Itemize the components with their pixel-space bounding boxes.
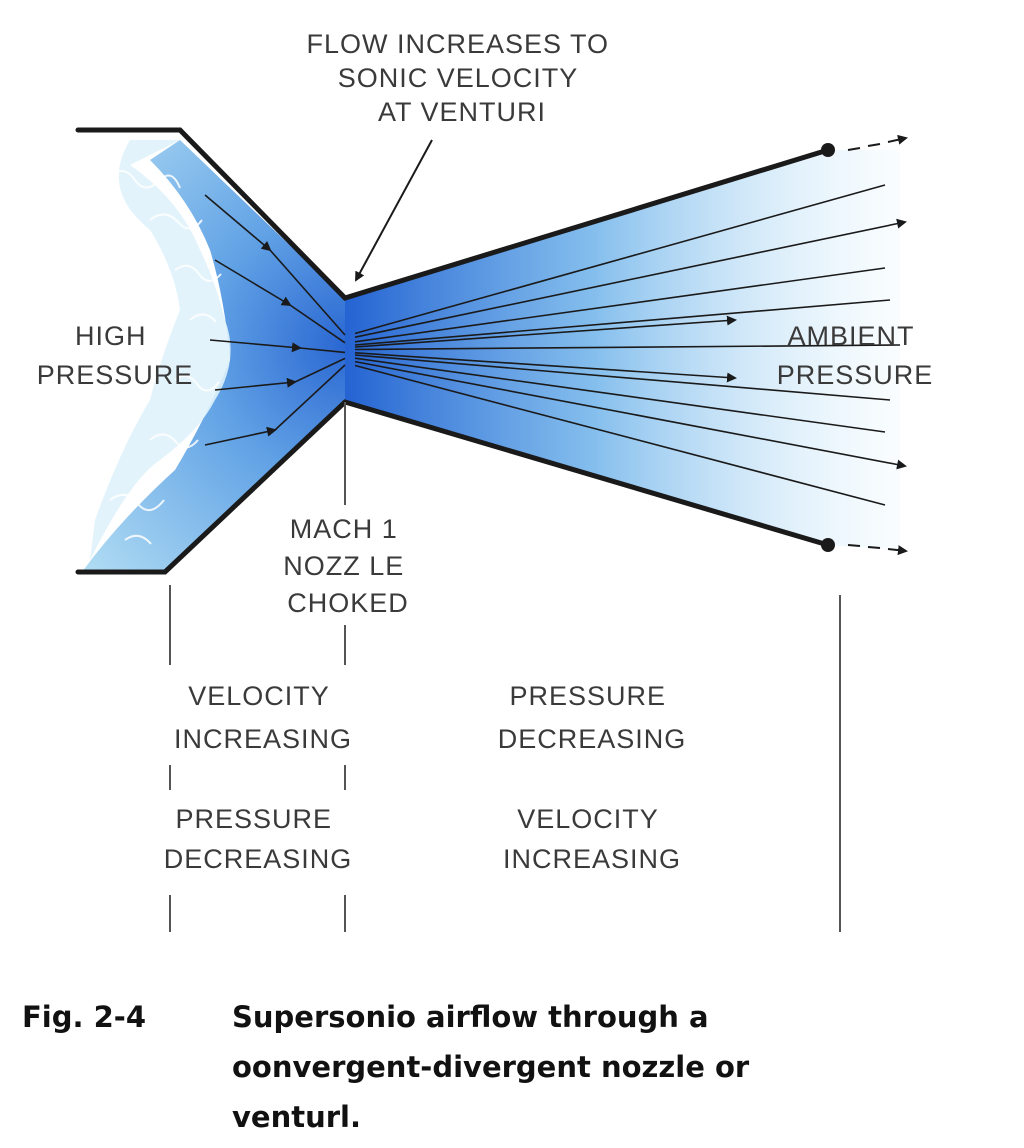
outflow-streamline	[354, 364, 886, 506]
inflow-streamline	[294, 357, 346, 383]
outflow-streamline	[354, 344, 901, 351]
lower-wall	[75, 399, 831, 575]
outflow-streamline	[354, 299, 891, 346]
outflow-streamline	[354, 354, 891, 401]
inflow-streamline	[204, 426, 277, 446]
outflow-streamline	[354, 357, 886, 433]
flow-note-label: FLOW INCREASES TO SONIC VELOCITY AT VENT…	[306, 29, 617, 127]
turbulence-lines	[109, 170, 222, 545]
high-pressure-label: HIGH PRESSURE	[37, 321, 194, 390]
divergent-velocity-label: VELOCITY INCREASING	[503, 804, 681, 874]
divergent-flow-fill	[345, 150, 900, 550]
outflow-streamline	[354, 315, 737, 348]
outflow-streamline	[354, 360, 907, 470]
inflow-streamline	[289, 304, 346, 344]
lower-wall-end-dot	[821, 538, 835, 552]
inflow-streamline	[269, 249, 346, 336]
exit-dashed-arrows	[847, 138, 906, 551]
streamlines	[204, 184, 907, 506]
ambient-pressure-label: AMBIENT PRESSURE	[777, 321, 934, 390]
mach1-choked-label: MACH 1 NOZZ LE CHOKED	[283, 514, 413, 618]
inflow-streamline	[274, 364, 346, 431]
figure-caption: Supersonio airflow through a oonvergent-…	[232, 1000, 759, 1134]
convergent-velocity-label: VELOCITY INCREASING	[174, 681, 352, 754]
upper-wall	[75, 127, 831, 301]
outflow-streamline	[354, 218, 907, 338]
inflow-streamline	[299, 347, 346, 354]
outflow-streamline	[354, 352, 737, 383]
section-reference-lines	[169, 402, 841, 932]
divergent-pressure-label: PRESSURE DECREASING	[498, 681, 687, 754]
nozzle-walls	[75, 127, 831, 575]
convergent-pressure-label: PRESSURE DECREASING	[164, 804, 353, 874]
outflow-streamline	[354, 267, 886, 343]
inflow-streamline	[214, 259, 292, 307]
venturi-pointer-arrow	[355, 139, 433, 282]
inflow-streamline	[209, 339, 302, 353]
turbulent-flow-cloud	[90, 140, 231, 560]
upper-wall-end-dot	[821, 143, 835, 157]
figure-number: Fig. 2-4	[22, 1000, 146, 1034]
inflow-streamline	[214, 377, 297, 391]
inflow-streamline	[204, 194, 272, 252]
outflow-streamline	[354, 184, 886, 335]
